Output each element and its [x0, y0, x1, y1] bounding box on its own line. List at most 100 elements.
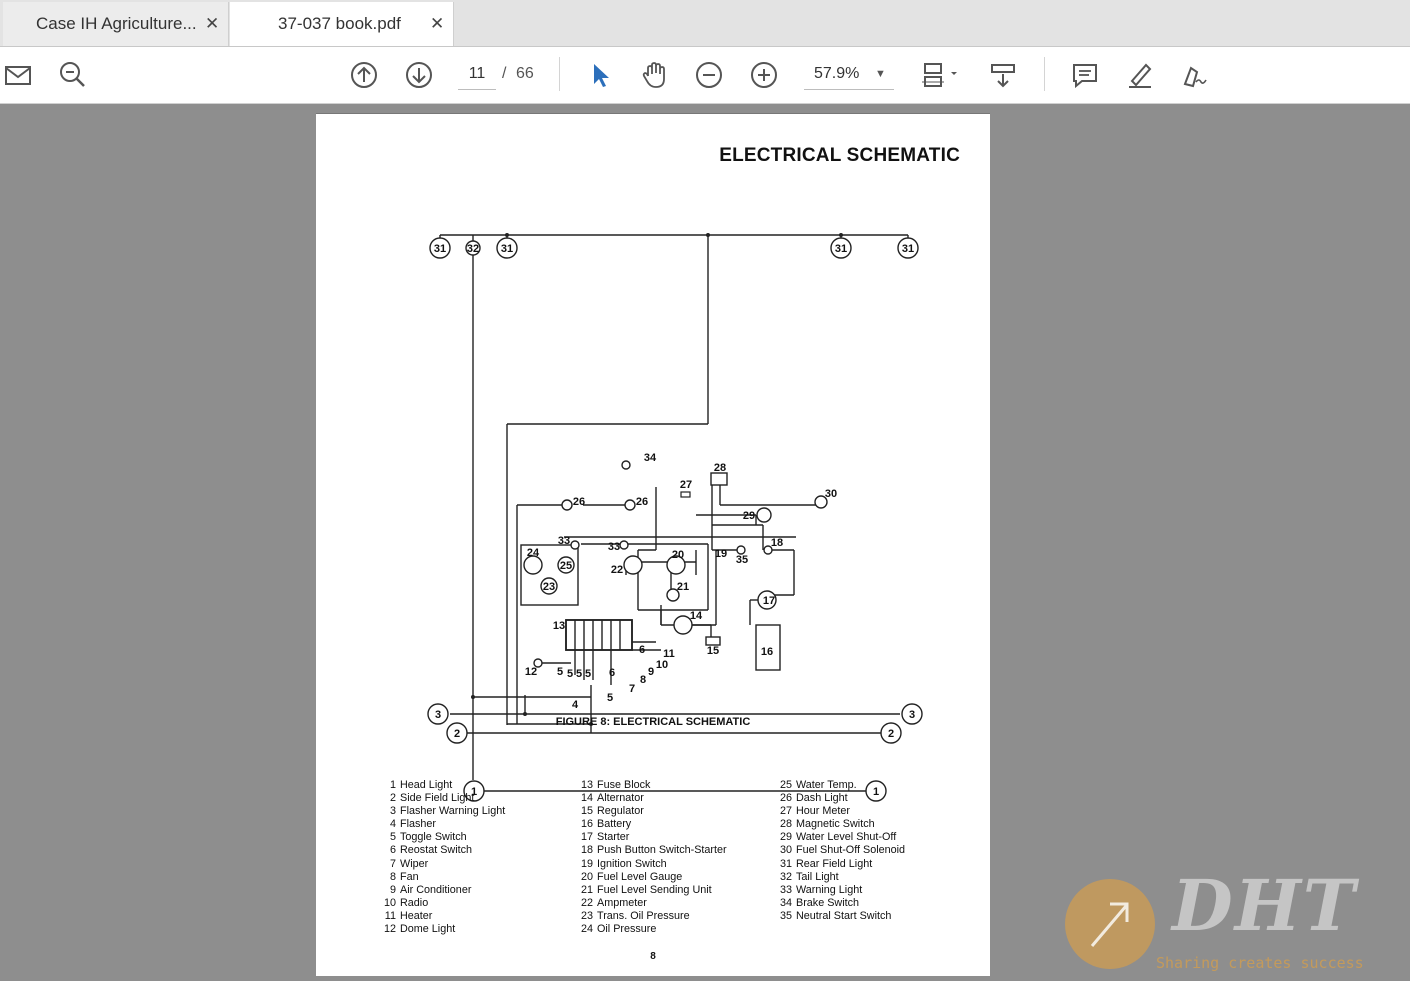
select-cursor-icon[interactable]: [582, 57, 618, 93]
page-gap: [316, 105, 990, 113]
sign-icon[interactable]: [1176, 57, 1212, 93]
diagram-label: 5: [607, 692, 613, 704]
diagram-label: 27: [680, 479, 692, 491]
diagram-label: 31: [835, 243, 847, 255]
diagram-label: 20: [672, 549, 684, 561]
tab-close-icon[interactable]: ✕: [205, 14, 220, 33]
electrical-schematic-diagram: 31 32 31 31 31 34 28 27 30 26 26 29 33 3…: [427, 233, 923, 802]
diagram-label: 2: [888, 728, 894, 740]
page-edge: [316, 113, 990, 114]
mail-icon[interactable]: [0, 57, 36, 93]
dht-watermark: DHT Sharing creates success: [1060, 864, 1410, 976]
diagram-label: 5: [567, 668, 573, 680]
diagram-label: 30: [825, 488, 837, 500]
diagram-label: 6: [639, 644, 645, 656]
tab-37-037-book[interactable]: 37-037 book.pdf ✕: [230, 2, 454, 46]
diagram-label: 2: [454, 728, 460, 740]
chevron-down-icon: ▼: [875, 68, 886, 80]
scroll-mode-icon[interactable]: [985, 57, 1021, 93]
diagram-label: 22: [611, 564, 623, 576]
highlight-icon[interactable]: [1122, 57, 1158, 93]
page-total: 66: [516, 65, 534, 82]
diagram-label: 31: [902, 243, 914, 255]
diagram-label: 26: [636, 496, 648, 508]
tab-bar: Case IH Agriculture... ✕ 37-037 book.pdf…: [0, 0, 1410, 47]
toolbar: 11 / 66 57.9% ▼: [0, 47, 1410, 104]
diagram-label: 21: [677, 581, 689, 593]
diagram-label: 4: [572, 699, 579, 711]
page-heading: ELECTRICAL SCHEMATIC: [719, 145, 960, 166]
dht-logo-icon: [1065, 879, 1155, 969]
zoom-value: 57.9%: [814, 65, 860, 82]
diagram-label: 3: [909, 709, 915, 721]
diagram-label: 5: [576, 668, 582, 680]
diagram-label: 33: [558, 535, 570, 547]
zoom-select[interactable]: 57.9% ▼: [804, 59, 894, 90]
watermark-title: DHT: [1172, 864, 1357, 947]
diagram-label: 18: [771, 537, 783, 549]
pdf-page: ELECTRICAL SCHEMATIC: [316, 105, 990, 976]
diagram-label: 1: [471, 786, 477, 798]
diagram-label: 28: [714, 462, 726, 474]
diagram-label: 6: [609, 667, 615, 679]
diagram-label: 32: [467, 243, 479, 255]
hand-tool-icon[interactable]: [636, 57, 672, 93]
diagram-label: 13: [553, 620, 565, 632]
diagram-label: 31: [501, 243, 513, 255]
page-up-icon[interactable]: [346, 57, 382, 93]
diagram-label: 12: [525, 666, 537, 678]
tab-case-ih[interactable]: Case IH Agriculture... ✕: [3, 2, 229, 46]
diagram-label: 24: [527, 547, 540, 559]
fit-page-icon[interactable]: [914, 57, 962, 93]
figure-caption: FIGURE 8: ELECTRICAL SCHEMATIC: [555, 716, 751, 728]
diagram-label: 10: [656, 659, 668, 671]
page-down-icon[interactable]: [401, 57, 437, 93]
diagram-label: 15: [707, 645, 719, 657]
diagram-label: 14: [690, 610, 703, 622]
toolbar-divider: [559, 57, 560, 91]
diagram-label: 31: [434, 243, 446, 255]
zoom-in-icon[interactable]: [746, 57, 782, 93]
search-icon[interactable]: [54, 57, 90, 93]
diagram-label: 17: [763, 595, 775, 607]
page-number: 8: [650, 951, 656, 962]
diagram-label: 5: [557, 666, 563, 678]
diagram-label: 23: [543, 581, 555, 593]
diagram-label: 19: [715, 548, 727, 560]
tab-close-icon[interactable]: ✕: [430, 14, 445, 33]
page-number-input[interactable]: 11: [458, 59, 496, 90]
diagram-label: 33: [608, 541, 620, 553]
diagram-label: 16: [761, 646, 773, 658]
tab-title: 37-037 book.pdf: [278, 14, 401, 33]
comment-icon[interactable]: [1067, 57, 1103, 93]
zoom-out-icon[interactable]: [691, 57, 727, 93]
